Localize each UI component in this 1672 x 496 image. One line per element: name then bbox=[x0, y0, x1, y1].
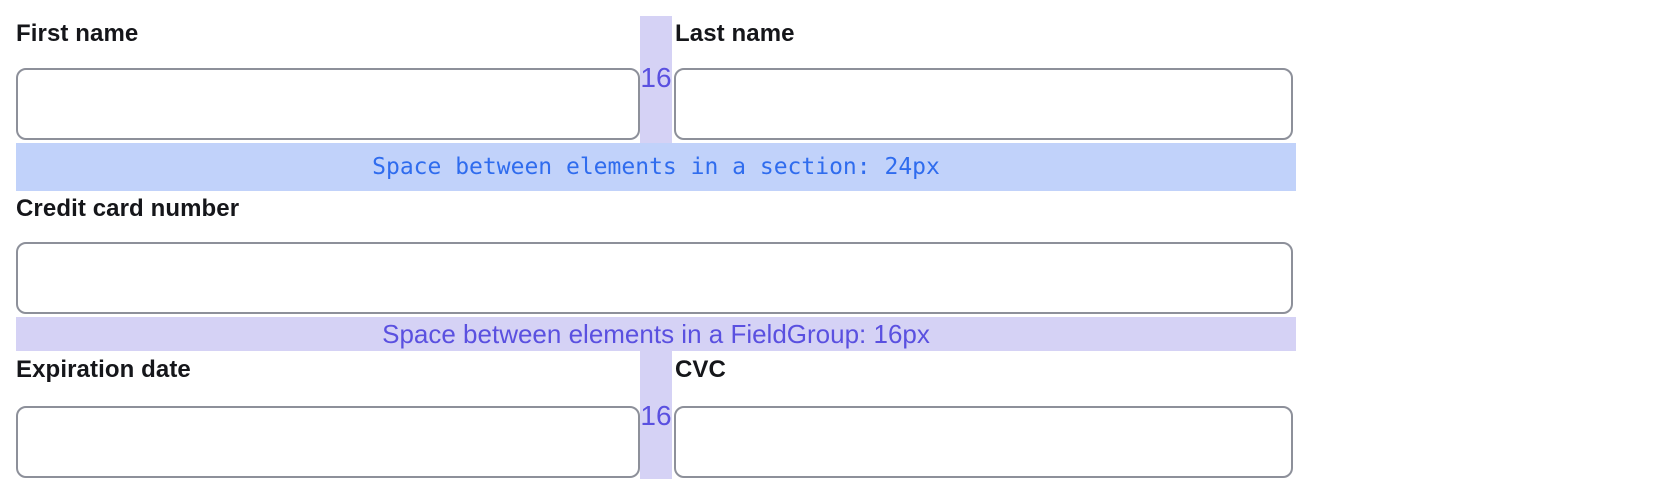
last-name-input[interactable] bbox=[674, 68, 1293, 140]
fieldgroup-gap-band: Space between elements in a FieldGroup: … bbox=[16, 317, 1296, 351]
expiration-date-input[interactable] bbox=[16, 406, 640, 478]
first-name-input[interactable] bbox=[16, 68, 640, 140]
cvc-label: CVC bbox=[675, 356, 726, 383]
column-gap-bar-top bbox=[640, 16, 672, 143]
column-gap-bar-bottom bbox=[640, 351, 672, 479]
cvc-input[interactable] bbox=[674, 406, 1293, 478]
section-gap-band-label: Space between elements in a section: 24p… bbox=[372, 154, 940, 180]
credit-card-number-input[interactable] bbox=[16, 242, 1293, 314]
column-gap-size-label-bottom: 16 bbox=[640, 400, 672, 431]
section-gap-band: Space between elements in a section: 24p… bbox=[16, 143, 1296, 191]
credit-card-number-label: Credit card number bbox=[16, 195, 240, 222]
column-gap-size-label-top: 16 bbox=[640, 62, 672, 93]
expiration-date-label: Expiration date bbox=[16, 356, 191, 383]
last-name-label: Last name bbox=[675, 20, 795, 47]
fieldgroup-gap-band-label: Space between elements in a FieldGroup: … bbox=[382, 318, 930, 349]
first-name-label: First name bbox=[16, 20, 139, 47]
